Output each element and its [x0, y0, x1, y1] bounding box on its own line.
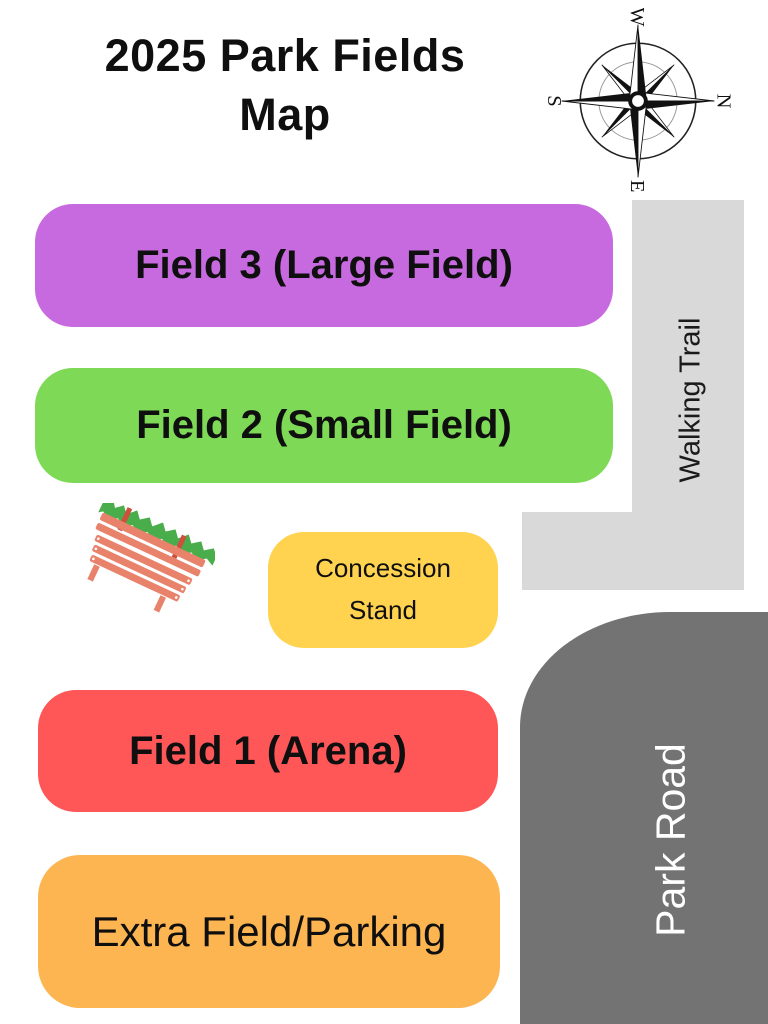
zone-field-1-label: Field 1 (Arena) [129, 728, 407, 773]
zone-field-1: Field 1 (Arena) [38, 690, 498, 812]
zone-field-3-label: Field 3 (Large Field) [135, 243, 513, 287]
walking-trail-path-vertical [632, 200, 744, 590]
compass-rose-icon: N E S W [545, 8, 731, 193]
page-title: 2025 Park Fields Map [35, 26, 535, 145]
zone-field-2: Field 2 (Small Field) [35, 368, 613, 483]
page-title-line2: Map [239, 89, 331, 141]
compass-e-label: E [626, 180, 648, 193]
zone-field-2-label: Field 2 (Small Field) [136, 403, 512, 447]
compass-w-label: W [626, 8, 648, 27]
concession-stand-label-line1: Concession [315, 553, 451, 584]
compass-n-label: N [712, 94, 731, 109]
zone-extra-field-parking-label: Extra Field/Parking [91, 907, 447, 955]
zone-field-3: Field 3 (Large Field) [35, 204, 613, 327]
park-bench-icon [87, 503, 215, 613]
concession-stand-label-line2: Stand [349, 595, 417, 625]
park-road-shape [520, 612, 768, 1024]
walking-trail-label: Walking Trail [674, 317, 707, 483]
compass-s-label: S [545, 95, 565, 106]
zone-extra-field-parking: Extra Field/Parking [38, 855, 500, 1008]
park-road-label: Park Road [647, 743, 694, 937]
zone-concession-stand: Concession Stand [268, 532, 498, 648]
walking-trail-path-horizontal [522, 512, 634, 590]
page-title-line1: 2025 Park Fields [104, 30, 466, 81]
